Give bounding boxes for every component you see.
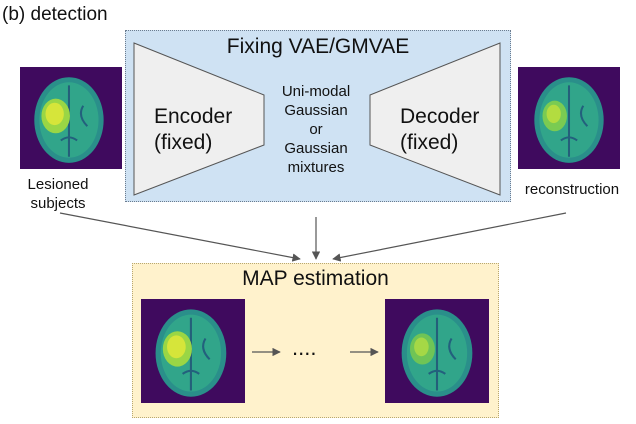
encoder-label: Encoder (fixed) bbox=[154, 104, 232, 156]
input-caption-line1: Lesioned bbox=[27, 176, 89, 193]
decoder-label-line1: Decoder bbox=[400, 105, 480, 128]
decoder-label-line2: (fixed) bbox=[400, 131, 459, 154]
input-caption-line2: subjects bbox=[30, 195, 86, 212]
latent-line2: Gaussian bbox=[284, 102, 348, 119]
map-start-brain-image bbox=[141, 299, 245, 403]
arrow-input-to-map bbox=[59, 212, 301, 262]
vae-box-title: Fixing VAE/GMVAE bbox=[226, 35, 410, 58]
reconstruction-brain-image bbox=[518, 67, 620, 169]
encoder-label-line2: (fixed) bbox=[154, 131, 213, 154]
latent-line1: Uni-modal bbox=[281, 83, 351, 100]
latent-line3: or bbox=[309, 121, 323, 138]
latent-line5: mixtures bbox=[287, 159, 345, 176]
output-caption: reconstruction bbox=[524, 181, 620, 198]
arrow-reconstruction-to-map bbox=[332, 212, 567, 262]
map-box-title: MAP estimation bbox=[242, 267, 389, 290]
decoder-shape bbox=[369, 42, 501, 196]
panel-label: (b) detection bbox=[2, 4, 108, 25]
map-end-brain-image bbox=[385, 299, 489, 403]
input-caption: Lesioned subjects bbox=[8, 175, 108, 213]
encoder-shape bbox=[133, 42, 265, 196]
encoder-label-line1: Encoder bbox=[154, 105, 233, 128]
latent-line4: Gaussian bbox=[284, 140, 348, 157]
input-brain-image bbox=[20, 67, 122, 169]
map-ellipsis: .... bbox=[292, 335, 317, 360]
latent-description: Uni-modal Gaussian or Gaussian mixtures bbox=[266, 82, 366, 177]
decoder-label: Decoder (fixed) bbox=[400, 104, 479, 156]
